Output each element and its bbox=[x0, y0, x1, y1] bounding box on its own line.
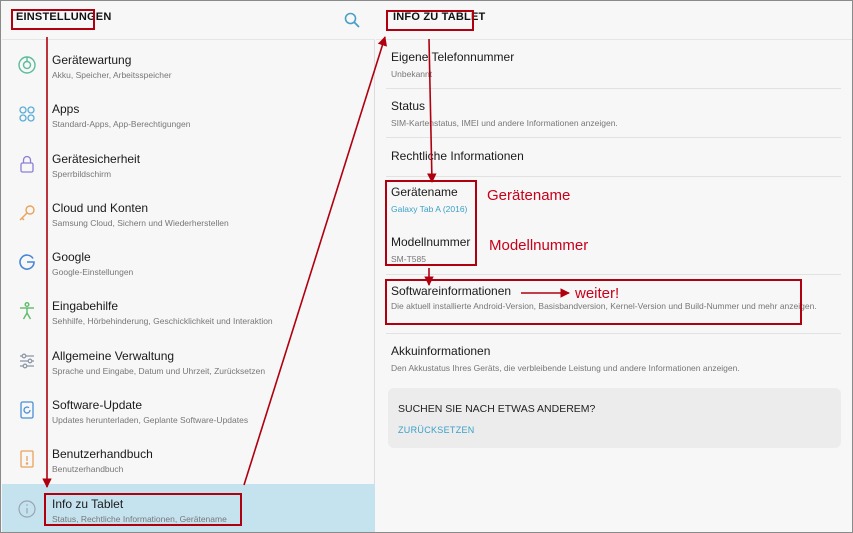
settings-header: EINSTELLUNGEN bbox=[2, 2, 375, 40]
legal-info-item[interactable]: Rechtliche Informationen bbox=[391, 149, 841, 163]
sliders-icon bbox=[16, 350, 38, 372]
annotation-next: weiter! bbox=[575, 285, 620, 302]
info-title: INFO ZU TABLET bbox=[393, 11, 486, 23]
reset-link[interactable]: ZURÜCKSETZEN bbox=[398, 425, 475, 435]
menu-item-title: Info zu Tablet bbox=[52, 496, 124, 511]
menu-item-accessibility[interactable]: Eingabehilfe Sehhilfe, Hörbehinderung, G… bbox=[2, 286, 375, 335]
menu-item-info-tablet[interactable]: Info zu Tablet Status, Rechtliche Inform… bbox=[2, 483, 375, 532]
search-suggestion-question: SUCHEN SIE NACH ETWAS ANDEREM? bbox=[398, 403, 596, 415]
menu-item-title: Eingabehilfe bbox=[52, 299, 119, 314]
phone-number-item[interactable]: Eigene Telefonnummer Unbekannt bbox=[391, 50, 841, 80]
menu-item-apps[interactable]: Apps Standard-Apps, App-Berechtigungen bbox=[2, 89, 375, 138]
item-title: Eigene Telefonnummer bbox=[391, 50, 515, 64]
menu-item-title: Software-Update bbox=[52, 398, 143, 413]
divider bbox=[386, 176, 841, 177]
item-subtitle: Unbekannt bbox=[391, 69, 433, 79]
status-item[interactable]: Status SIM-Kartenstatus, IMEI und andere… bbox=[391, 99, 841, 129]
settings-title: EINSTELLUNGEN bbox=[16, 11, 112, 23]
menu-item-title: Benutzerhandbuch bbox=[52, 447, 153, 462]
model-number-item: Modellnummer SM-T585 bbox=[391, 235, 841, 265]
menu-item-title: Cloud und Konten bbox=[52, 200, 149, 215]
menu-item-software-update[interactable]: Software-Update Updates herunterladen, G… bbox=[2, 385, 375, 434]
key-icon bbox=[16, 202, 38, 224]
menu-item-subtitle: Sperrbildschirm bbox=[52, 168, 112, 179]
software-update-icon bbox=[16, 399, 38, 421]
menu-item-subtitle: Updates herunterladen, Geplante Software… bbox=[52, 415, 249, 426]
annotation-model-number: Modellnummer bbox=[489, 237, 589, 254]
search-suggestion-card: SUCHEN SIE NACH ETWAS ANDEREM? ZURÜCKSET… bbox=[388, 388, 841, 448]
menu-item-subtitle: Google-Einstellungen bbox=[52, 267, 134, 278]
menu-item-subtitle: Samsung Cloud, Sichern und Wiederherstel… bbox=[52, 217, 229, 228]
model-number-value: SM-T585 bbox=[391, 254, 426, 264]
lock-icon bbox=[16, 153, 38, 175]
menu-item-subtitle: Akku, Speicher, Arbeitsspeicher bbox=[52, 70, 172, 80]
menu-item-subtitle: Standard-Apps, App-Berechtigungen bbox=[52, 119, 191, 130]
divider bbox=[386, 88, 841, 89]
item-title: Gerätename bbox=[391, 185, 458, 199]
menu-item-title: Apps bbox=[52, 102, 80, 117]
menu-item-device-care[interactable]: Gerätewartung Akku, Speicher, Arbeitsspe… bbox=[2, 40, 375, 89]
menu-item-device-security[interactable]: Gerätesicherheit Sperrbildschirm bbox=[2, 139, 375, 188]
device-name-item[interactable]: Gerätename Galaxy Tab A (2016) bbox=[391, 185, 841, 215]
apps-grid-icon bbox=[16, 103, 38, 125]
menu-item-cloud-accounts[interactable]: Cloud und Konten Samsung Cloud, Sichern … bbox=[2, 188, 375, 237]
item-title: Softwareinformationen bbox=[391, 284, 512, 298]
device-care-icon bbox=[16, 54, 38, 76]
menu-item-title: Gerätesicherheit bbox=[52, 151, 141, 166]
divider bbox=[386, 333, 841, 334]
search-icon[interactable] bbox=[343, 11, 361, 29]
item-title: Akkuinformationen bbox=[391, 344, 491, 358]
info-panel: INFO ZU TABLET Eigene Telefonnummer Unbe… bbox=[376, 2, 852, 532]
item-title: Status bbox=[391, 99, 426, 113]
menu-item-google[interactable]: Google Google-Einstellungen bbox=[2, 237, 375, 286]
menu-item-subtitle: Benutzerhandbuch bbox=[52, 464, 124, 475]
info-header: INFO ZU TABLET bbox=[376, 2, 852, 40]
menu-item-general-management[interactable]: Allgemeine Verwaltung Sprache und Eingab… bbox=[2, 336, 375, 385]
menu-item-user-manual[interactable]: Benutzerhandbuch Benutzerhandbuch bbox=[2, 434, 375, 483]
menu-item-title: Google bbox=[52, 250, 91, 265]
item-subtitle: Den Akkustatus Ihres Geräts, die verblei… bbox=[391, 363, 740, 373]
menu-item-subtitle: Sprache und Eingabe, Datum und Uhrzeit, … bbox=[52, 365, 266, 376]
device-name-value: Galaxy Tab A (2016) bbox=[391, 204, 468, 214]
divider bbox=[386, 137, 841, 138]
item-title: Rechtliche Informationen bbox=[391, 149, 524, 163]
settings-panel: EINSTELLUNGEN Gerätewartung Akku, Speich… bbox=[2, 2, 375, 532]
menu-item-subtitle: Status, Rechtliche Informationen, Geräte… bbox=[52, 513, 227, 524]
menu-item-subtitle: Sehhilfe, Hörbehinderung, Geschicklichke… bbox=[52, 316, 273, 327]
menu-item-title: Allgemeine Verwaltung bbox=[52, 348, 175, 363]
item-title: Modellnummer bbox=[391, 235, 471, 249]
google-icon bbox=[16, 251, 38, 273]
info-icon bbox=[16, 498, 38, 520]
annotation-device-name: Gerätename bbox=[487, 187, 571, 204]
divider bbox=[386, 274, 841, 275]
manual-icon bbox=[16, 448, 38, 470]
software-info-item[interactable]: Softwareinformationen Die aktuell instal… bbox=[391, 284, 841, 312]
accessibility-icon bbox=[16, 300, 38, 322]
item-subtitle: SIM-Kartenstatus, IMEI und andere Inform… bbox=[391, 118, 618, 128]
menu-item-title: Gerätewartung bbox=[52, 53, 132, 67]
item-subtitle: Die aktuell installierte Android-Version… bbox=[391, 301, 817, 311]
settings-menu: Gerätewartung Akku, Speicher, Arbeitsspe… bbox=[2, 40, 375, 532]
battery-info-item[interactable]: Akkuinformationen Den Akkustatus Ihres G… bbox=[391, 344, 841, 374]
